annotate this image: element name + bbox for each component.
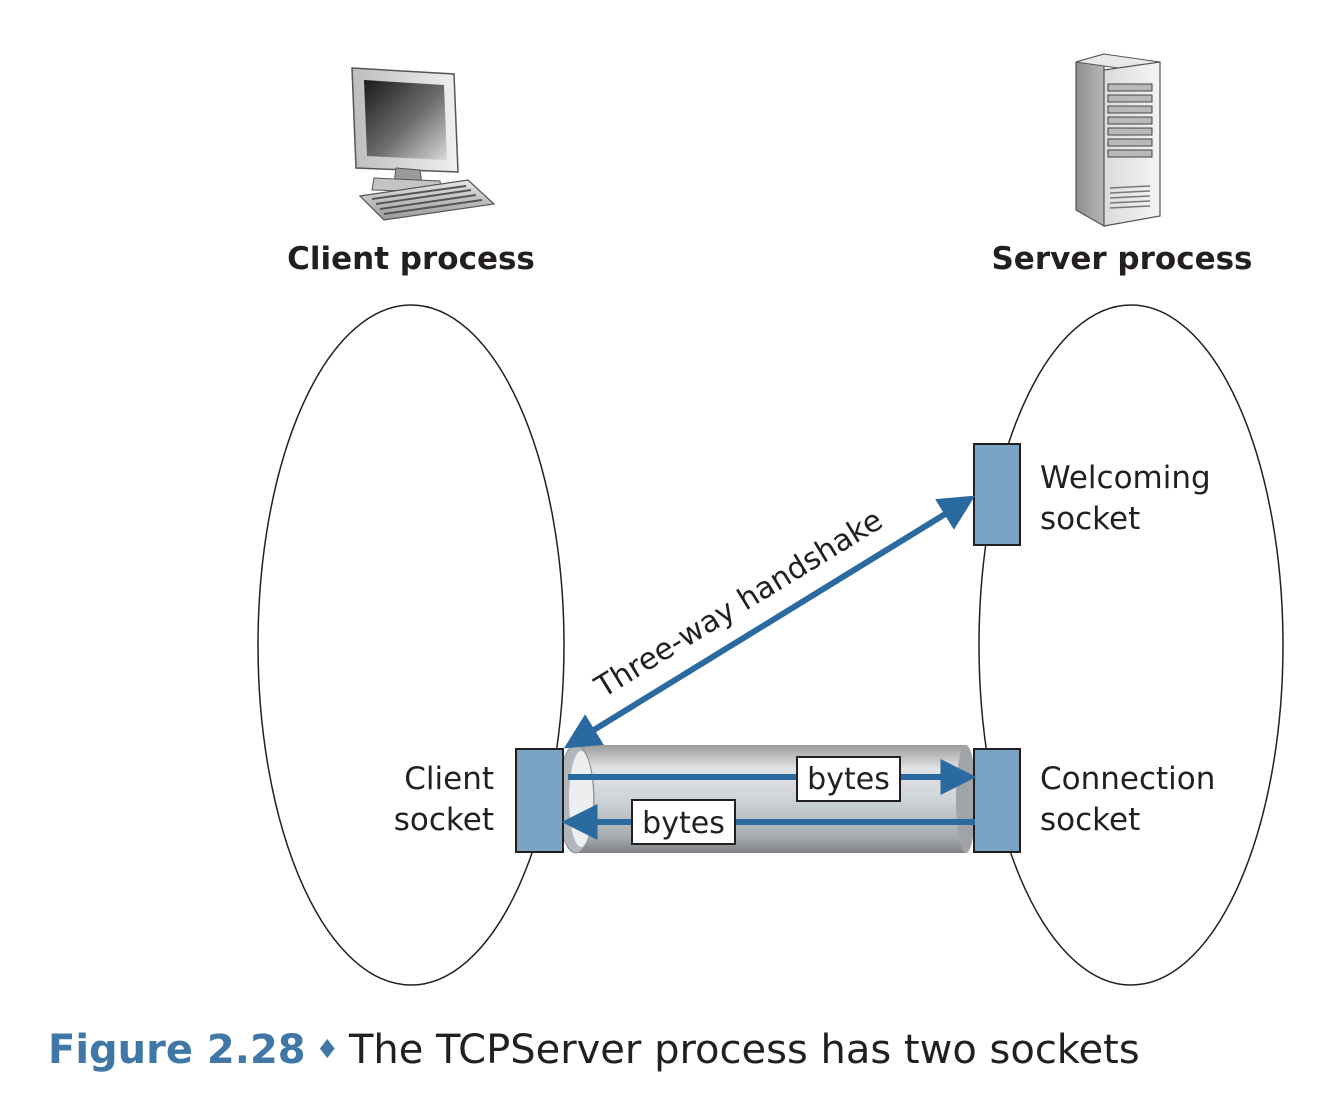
- welcoming-socket-label-line2: socket: [1040, 501, 1140, 537]
- tcp-connection-pipe: [557, 744, 976, 854]
- figure-caption: Figure 2.28 ♦ The TCPServer process has tw…: [48, 1027, 1140, 1073]
- client-socket-label-line1: Client: [404, 761, 494, 797]
- connection-socket-label-line1: Connection: [1040, 761, 1215, 797]
- client-process-label: Client process: [287, 241, 535, 277]
- welcoming-socket-label-line1: Welcoming: [1040, 460, 1211, 496]
- bytes-box-to-client: [631, 799, 736, 845]
- bytes-label-to-client: bytes: [642, 806, 725, 841]
- bytes-box-to-server: [796, 756, 901, 802]
- connection-socket: [973, 748, 1021, 853]
- figure-number: Figure 2.28: [48, 1027, 306, 1073]
- diamond-separator-icon: ♦: [315, 1035, 339, 1065]
- connection-socket-label-line2: socket: [1040, 802, 1140, 838]
- bytes-label-to-server: bytes: [807, 762, 890, 797]
- handshake-arrow: [563, 495, 976, 749]
- server-process-ellipse: [978, 304, 1284, 986]
- server-tower-icon: [1075, 53, 1161, 228]
- desktop-computer-icon: [351, 67, 496, 221]
- caption-text: The TCPServer process has two sockets: [348, 1027, 1140, 1073]
- client-process-ellipse: [257, 304, 565, 986]
- handshake-label: Three-way handshake: [588, 503, 889, 706]
- client-socket: [515, 748, 564, 853]
- welcoming-socket: [973, 443, 1021, 546]
- server-process-label: Server process: [991, 241, 1252, 277]
- client-socket-label-line2: socket: [394, 802, 494, 838]
